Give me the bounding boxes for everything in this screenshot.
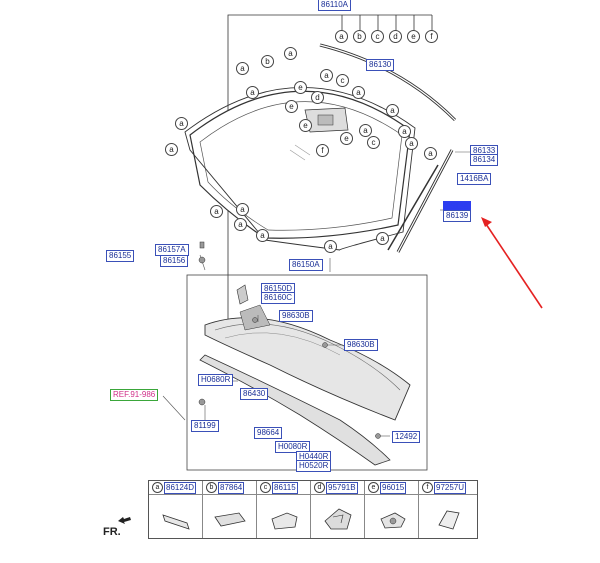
label-ref-91-986[interactable]: REF.91-986 — [110, 389, 159, 401]
pin-e[interactable]: e — [285, 100, 298, 113]
fr-arrow-icon — [118, 517, 131, 524]
pointer-arrow — [485, 223, 543, 309]
legend-letter: e — [368, 482, 379, 493]
label-86430[interactable]: 86430 — [240, 388, 269, 400]
label-86130[interactable]: 86130 — [366, 59, 395, 71]
fastener-98630b-2 — [322, 342, 328, 348]
pin-a[interactable]: a — [386, 104, 399, 117]
legend-part-number[interactable]: 86124D — [164, 482, 197, 494]
pin-a[interactable]: a — [246, 86, 259, 99]
legend-letter: c — [260, 482, 271, 493]
pin-a[interactable]: a — [324, 240, 337, 253]
part-thumbnail-icon — [271, 512, 298, 530]
pin-a[interactable]: a — [284, 47, 297, 60]
pin-d-top[interactable]: d — [389, 30, 402, 43]
pin-f[interactable]: f — [316, 144, 329, 157]
fastener-98630b-1 — [252, 317, 258, 323]
pin-c[interactable]: c — [336, 74, 349, 87]
pin-a[interactable]: a — [236, 62, 249, 75]
legend-letter: f — [422, 482, 433, 493]
legend-header: e 96015 — [365, 481, 418, 495]
pin-d[interactable]: d — [311, 91, 324, 104]
label-86150a[interactable]: 86150A — [289, 259, 323, 271]
legend-part-number[interactable]: 96015 — [380, 482, 407, 494]
pin-b-top[interactable]: b — [353, 30, 366, 43]
pin-a[interactable]: a — [352, 86, 365, 99]
legend-cell-e: e 96015 — [365, 481, 419, 538]
part-thumbnail-icon — [438, 510, 460, 530]
label-81199[interactable]: 81199 — [191, 420, 219, 432]
legend-header: d 95791B — [311, 481, 364, 495]
legend-cell-f: f 97257U — [419, 481, 477, 538]
legend-part-number[interactable]: 87864 — [218, 482, 245, 494]
label-h0080r[interactable]: H0080R — [275, 441, 311, 453]
pin-a[interactable]: a — [256, 229, 269, 242]
label-h0520r[interactable]: H0520R — [296, 460, 332, 472]
pin-a[interactable]: a — [210, 205, 223, 218]
pin-e[interactable]: e — [299, 119, 312, 132]
part-thumbnail-icon — [214, 512, 246, 527]
front-direction-label: FR. — [103, 526, 121, 538]
label-86134[interactable]: 86134 — [470, 154, 499, 166]
label-1416ba[interactable]: 1416BA — [457, 173, 492, 185]
pin-a[interactable]: a — [405, 137, 418, 150]
part-thumbnail-icon — [162, 514, 190, 530]
legend-cell-d: d 95791B — [311, 481, 365, 538]
label-98630b-lower[interactable]: 98630B — [344, 339, 378, 351]
legend-part-number[interactable]: 97257U — [434, 482, 467, 494]
windshield-glass — [184, 87, 416, 251]
legend-letter: d — [314, 482, 325, 493]
pin-f-top[interactable]: f — [425, 30, 438, 43]
label-12492[interactable]: 12492 — [392, 431, 421, 443]
pin-a[interactable]: a — [376, 232, 389, 245]
pin-a[interactable]: a — [165, 143, 178, 156]
label-86156[interactable]: 86156 — [160, 255, 189, 267]
pin-a[interactable]: a — [424, 147, 437, 160]
legend-letter: b — [206, 482, 217, 493]
pin-a[interactable]: a — [320, 69, 333, 82]
label-h0680r[interactable]: H0680R — [198, 374, 234, 386]
legend-letter: a — [152, 482, 163, 493]
part-thumbnail-icon — [324, 508, 352, 530]
pin-e[interactable]: e — [340, 132, 353, 145]
fastener-12492 — [375, 433, 381, 439]
label-86139[interactable]: 86139 — [443, 210, 472, 222]
pin-e-top[interactable]: e — [407, 30, 420, 43]
part-thumbnail-icon — [380, 512, 406, 529]
legend-header: f 97257U — [419, 481, 477, 495]
label-98664[interactable]: 98664 — [254, 427, 283, 439]
pin-a[interactable]: a — [398, 125, 411, 138]
side-molding-inner — [387, 164, 439, 251]
label-86110a[interactable]: 86110A — [318, 0, 351, 11]
label-86160c[interactable]: 86160C — [261, 292, 296, 304]
legend-table: a 86124D b 87864 c 86115 d 95791B — [148, 480, 478, 539]
pin-a[interactable]: a — [234, 218, 247, 231]
fastener-86156 — [198, 256, 206, 264]
pin-e[interactable]: e — [294, 81, 307, 94]
legend-cell-c: c 86115 — [257, 481, 311, 538]
legend-header: b 87864 — [203, 481, 256, 495]
pin-b[interactable]: b — [261, 55, 274, 68]
legend-cell-b: b 87864 — [203, 481, 257, 538]
label-86155[interactable]: 86155 — [106, 250, 135, 262]
cowl-panel — [199, 284, 411, 466]
legend-part-number[interactable]: 86115 — [272, 482, 298, 494]
legend-header: a 86124D — [149, 481, 202, 495]
clip-86157a — [199, 241, 205, 249]
label-98630b-upper[interactable]: 98630B — [279, 310, 313, 322]
pin-a[interactable]: a — [236, 203, 249, 216]
pin-a-top[interactable]: a — [335, 30, 348, 43]
clip-81199 — [198, 398, 206, 406]
legend-header: c 86115 — [257, 481, 310, 495]
pin-c-top[interactable]: c — [371, 30, 384, 43]
pin-c[interactable]: c — [367, 136, 380, 149]
pin-a[interactable]: a — [359, 124, 372, 137]
legend-cell-a: a 86124D — [149, 481, 203, 538]
pin-a[interactable]: a — [175, 117, 188, 130]
leader-86110a — [227, 14, 432, 340]
legend-part-number[interactable]: 95791B — [326, 482, 358, 494]
